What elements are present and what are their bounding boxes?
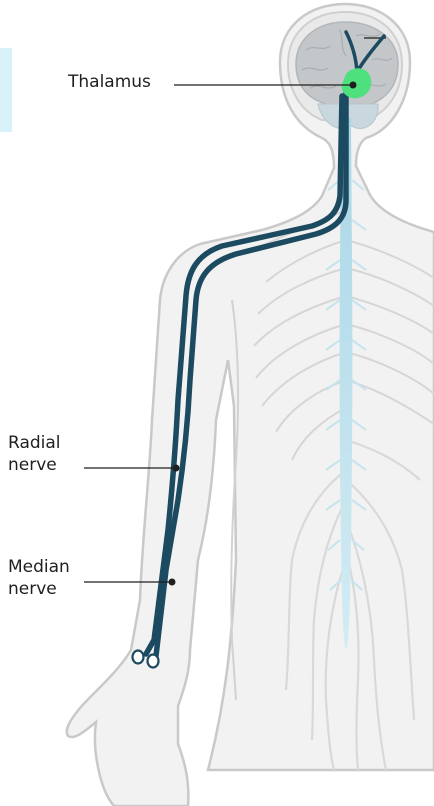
median-nerve-ending bbox=[133, 651, 144, 664]
median-nerve-label-line1: Median bbox=[8, 556, 70, 578]
median-leader-dot bbox=[169, 579, 176, 586]
median-nerve-label-line2: nerve bbox=[8, 578, 70, 600]
hex-decoration bbox=[0, 48, 12, 132]
radial-nerve-ending bbox=[148, 655, 159, 668]
radial-nerve-label-line1: Radial bbox=[8, 432, 61, 454]
body-silhouette bbox=[67, 4, 434, 806]
thalamus-leader-dot bbox=[350, 82, 357, 89]
radial-leader-dot bbox=[173, 465, 180, 472]
median-nerve-label: Median nerve bbox=[8, 556, 70, 600]
radial-nerve-label: Radial nerve bbox=[8, 432, 61, 476]
radial-nerve-label-line2: nerve bbox=[8, 454, 61, 476]
thalamus-label: Thalamus bbox=[68, 71, 151, 93]
